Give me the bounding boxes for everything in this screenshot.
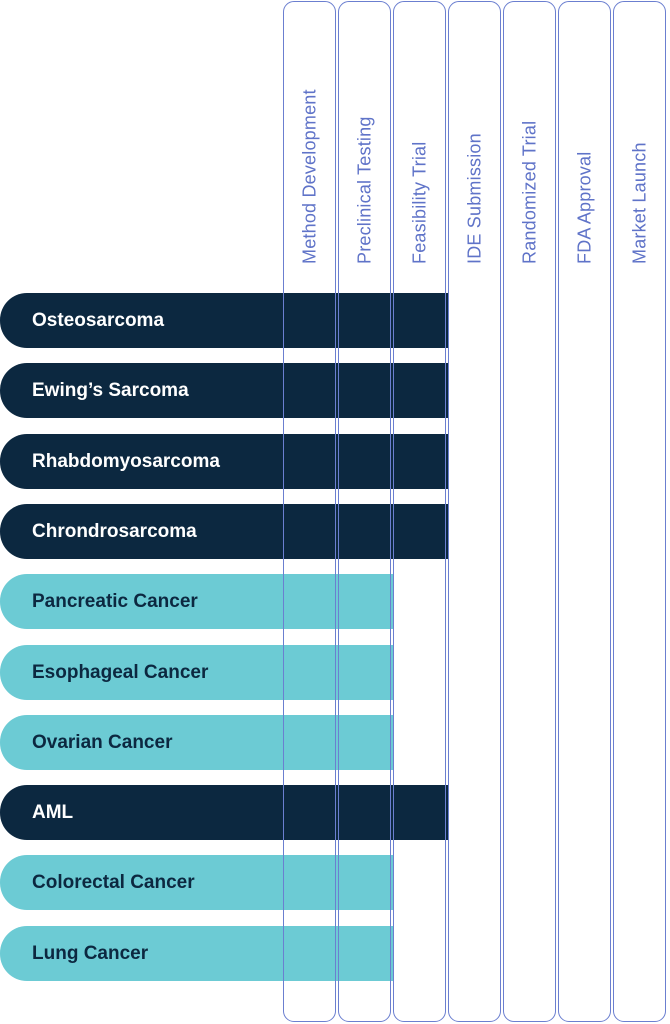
program-bar: Ovarian Cancer bbox=[0, 715, 393, 770]
stage-label-text: IDE Submission bbox=[464, 133, 484, 264]
program-label: Esophageal Cancer bbox=[32, 661, 209, 683]
stage-label-text: Method Development bbox=[299, 89, 319, 264]
stage-column-5: Randomized Trial bbox=[503, 1, 556, 1022]
program-label: Osteosarcoma bbox=[32, 309, 165, 331]
stage-label-text: Market Launch bbox=[629, 142, 649, 264]
stage-label-text: Feasibility Trial bbox=[409, 141, 429, 264]
stage-label-text: Preclinical Testing bbox=[354, 116, 374, 264]
program-bar: Ewing’s Sarcoma bbox=[0, 363, 448, 418]
stage-column-7: Market Launch bbox=[613, 1, 666, 1022]
program-label: AML bbox=[32, 801, 74, 823]
program-bar: Osteosarcoma bbox=[0, 293, 448, 348]
program-label: Ovarian Cancer bbox=[32, 731, 173, 753]
program-bar: Rhabdomyosarcoma bbox=[0, 434, 448, 489]
program-label: Pancreatic Cancer bbox=[32, 590, 198, 612]
stage-label-text: FDA Approval bbox=[574, 151, 594, 264]
stage-column-2: Preclinical Testing bbox=[338, 1, 391, 1022]
program-bar: Esophageal Cancer bbox=[0, 645, 393, 700]
stage-label-text: Randomized Trial bbox=[519, 120, 539, 264]
stage-column-3: Feasibility Trial bbox=[393, 1, 446, 1022]
program-label: Rhabdomyosarcoma bbox=[32, 450, 220, 472]
program-bar: Chrondrosarcoma bbox=[0, 504, 448, 559]
program-bar: AML bbox=[0, 785, 448, 840]
program-label: Chrondrosarcoma bbox=[32, 520, 197, 542]
stage-column-4: IDE Submission bbox=[448, 1, 501, 1022]
program-label: Colorectal Cancer bbox=[32, 871, 195, 893]
program-label: Lung Cancer bbox=[32, 942, 149, 964]
program-bar: Lung Cancer bbox=[0, 926, 393, 981]
program-label: Ewing’s Sarcoma bbox=[32, 379, 189, 401]
program-bar: Pancreatic Cancer bbox=[0, 574, 393, 629]
stage-column-1: Method Development bbox=[283, 1, 336, 1022]
program-bar: Colorectal Cancer bbox=[0, 855, 393, 910]
stage-column-6: FDA Approval bbox=[558, 1, 611, 1022]
